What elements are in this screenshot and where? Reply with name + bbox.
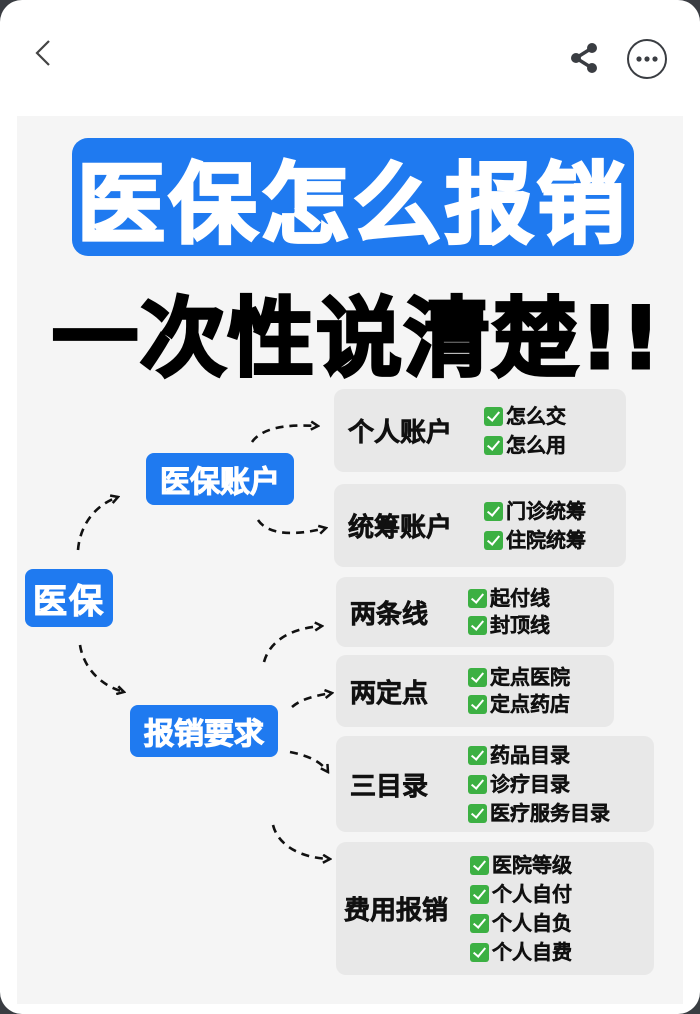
- checkmark-icon: [468, 745, 487, 765]
- arrow-req-to-three-catalogs: [289, 750, 328, 772]
- share-button[interactable]: [566, 40, 602, 76]
- arrow-req-to-two-points: [291, 693, 332, 709]
- list-item: 医院等级: [470, 851, 572, 880]
- arrow-account-to-pooling: [256, 519, 326, 533]
- checkmark-icon: [484, 435, 503, 455]
- arrow-req-to-two-lines: [262, 626, 322, 663]
- checkmark-icon: [468, 668, 487, 687]
- arrow-req-to-expenses: [271, 824, 330, 859]
- arrow-root-to-account: [76, 497, 118, 551]
- box-label: 两定点: [350, 678, 429, 709]
- checkmark-icon: [470, 855, 489, 875]
- arrow-account-to-personal: [250, 426, 318, 443]
- box-label: 三目录: [350, 771, 429, 802]
- share-icon: [571, 43, 597, 73]
- box-label: 个人账户: [348, 418, 453, 449]
- box-two-designated-points: 两定点 定点医院 定点药店: [336, 655, 614, 727]
- list-item: 怎么交: [484, 402, 566, 431]
- checkmark-icon: [468, 803, 487, 823]
- list-item: 住院统筹: [484, 526, 586, 555]
- checkmark-icon: [470, 884, 489, 904]
- top-bar: [0, 0, 700, 110]
- checkmark-icon: [468, 695, 487, 714]
- box-label: 两条线: [350, 599, 429, 630]
- checkmark-icon: [468, 589, 487, 608]
- list-item: 个人自负: [470, 909, 572, 938]
- list-item: 个人自付: [470, 880, 572, 909]
- checkmark-icon: [468, 616, 487, 635]
- back-button[interactable]: [30, 38, 56, 68]
- list-item: 封顶线: [468, 612, 550, 639]
- list-item: 怎么用: [484, 431, 566, 460]
- list-item: 门诊统筹: [484, 497, 586, 526]
- checkmark-icon: [484, 501, 503, 521]
- box-expense-reimbursement: 费用报销 医院等级 个人自付 个人自负 个人自费: [336, 842, 654, 975]
- box-label: 费用报销: [344, 896, 449, 927]
- list-item: 定点医院: [468, 664, 570, 691]
- list-item: 起付线: [468, 585, 550, 612]
- list-item: 药品目录: [468, 741, 610, 770]
- node-medical-account: 医保账户: [146, 453, 294, 505]
- checkmark-icon: [470, 942, 489, 962]
- box-personal-account: 个人账户 怎么交 怎么用: [334, 389, 626, 472]
- box-two-lines: 两条线 起付线 封顶线: [336, 577, 614, 647]
- box-three-catalogs: 三目录 药品目录 诊疗目录 医疗服务目录: [336, 736, 654, 832]
- more-options-button[interactable]: [626, 38, 668, 80]
- node-reimbursement-requirements: 报销要求: [130, 705, 278, 757]
- checkmark-icon: [470, 913, 489, 933]
- box-pooling-account: 统筹账户 门诊统筹 住院统筹: [334, 484, 626, 567]
- checkmark-icon: [484, 530, 503, 550]
- checkmark-icon: [484, 406, 503, 426]
- list-item: 医疗服务目录: [468, 799, 610, 828]
- page-title: 医保怎么报销: [75, 151, 629, 257]
- node-root: 医保: [25, 569, 113, 627]
- chevron-left-icon: [35, 40, 50, 66]
- arrow-root-to-requirements: [78, 644, 124, 692]
- list-item: 诊疗目录: [468, 770, 610, 799]
- list-item: 定点药店: [468, 691, 570, 718]
- checkmark-icon: [468, 774, 487, 794]
- more-options-icon: [627, 39, 667, 79]
- title-banner: 医保怎么报销: [72, 138, 634, 257]
- list-item: 个人自费: [470, 938, 572, 967]
- box-label: 统筹账户: [348, 513, 453, 544]
